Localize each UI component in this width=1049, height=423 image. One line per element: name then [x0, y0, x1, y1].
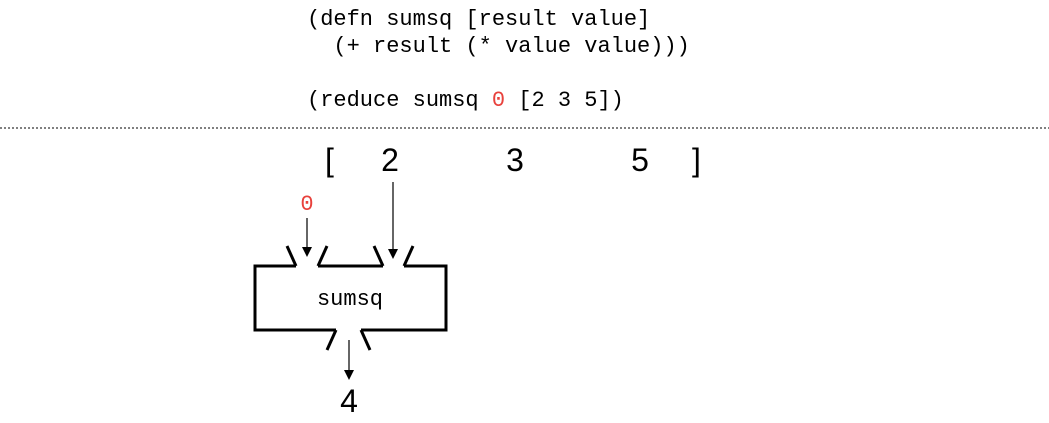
vector-close-bracket: ] — [692, 142, 701, 178]
init-value-label: 0 — [300, 192, 313, 217]
code-reduce-prefix: (reduce sumsq — [307, 88, 492, 113]
code-line-reduce: (reduce sumsq 0 [2 3 5]) — [307, 88, 624, 113]
machine-function-label: sumsq — [317, 287, 383, 312]
output-slot-left-edge — [325, 329, 338, 351]
code-reduce-suffix: [2 3 5]) — [505, 88, 624, 113]
vector-open-bracket: [ — [325, 142, 334, 178]
vector-item-5: 5 — [631, 142, 649, 178]
vector-item-3: 3 — [506, 142, 524, 178]
right-slot-left-edge — [372, 245, 385, 267]
code-block: (defn sumsq [result value] (+ result (* … — [307, 7, 690, 113]
machine-box-outline — [253, 264, 448, 332]
output-slot-right-edge — [359, 329, 372, 351]
left-slot-left-edge — [285, 245, 298, 267]
output-value: 4 — [340, 383, 358, 419]
code-reduce-init-value: 0 — [492, 88, 505, 113]
vector-row: [ 2 3 5 ] — [325, 142, 701, 178]
left-slot-right-edge — [316, 245, 329, 267]
code-line-body: (+ result (* value value))) — [307, 34, 690, 59]
code-line-defn: (defn sumsq [result value] — [307, 7, 650, 32]
right-slot-right-edge — [402, 245, 415, 267]
vector-item-2: 2 — [381, 142, 399, 178]
sumsq-machine: sumsq — [253, 245, 448, 351]
